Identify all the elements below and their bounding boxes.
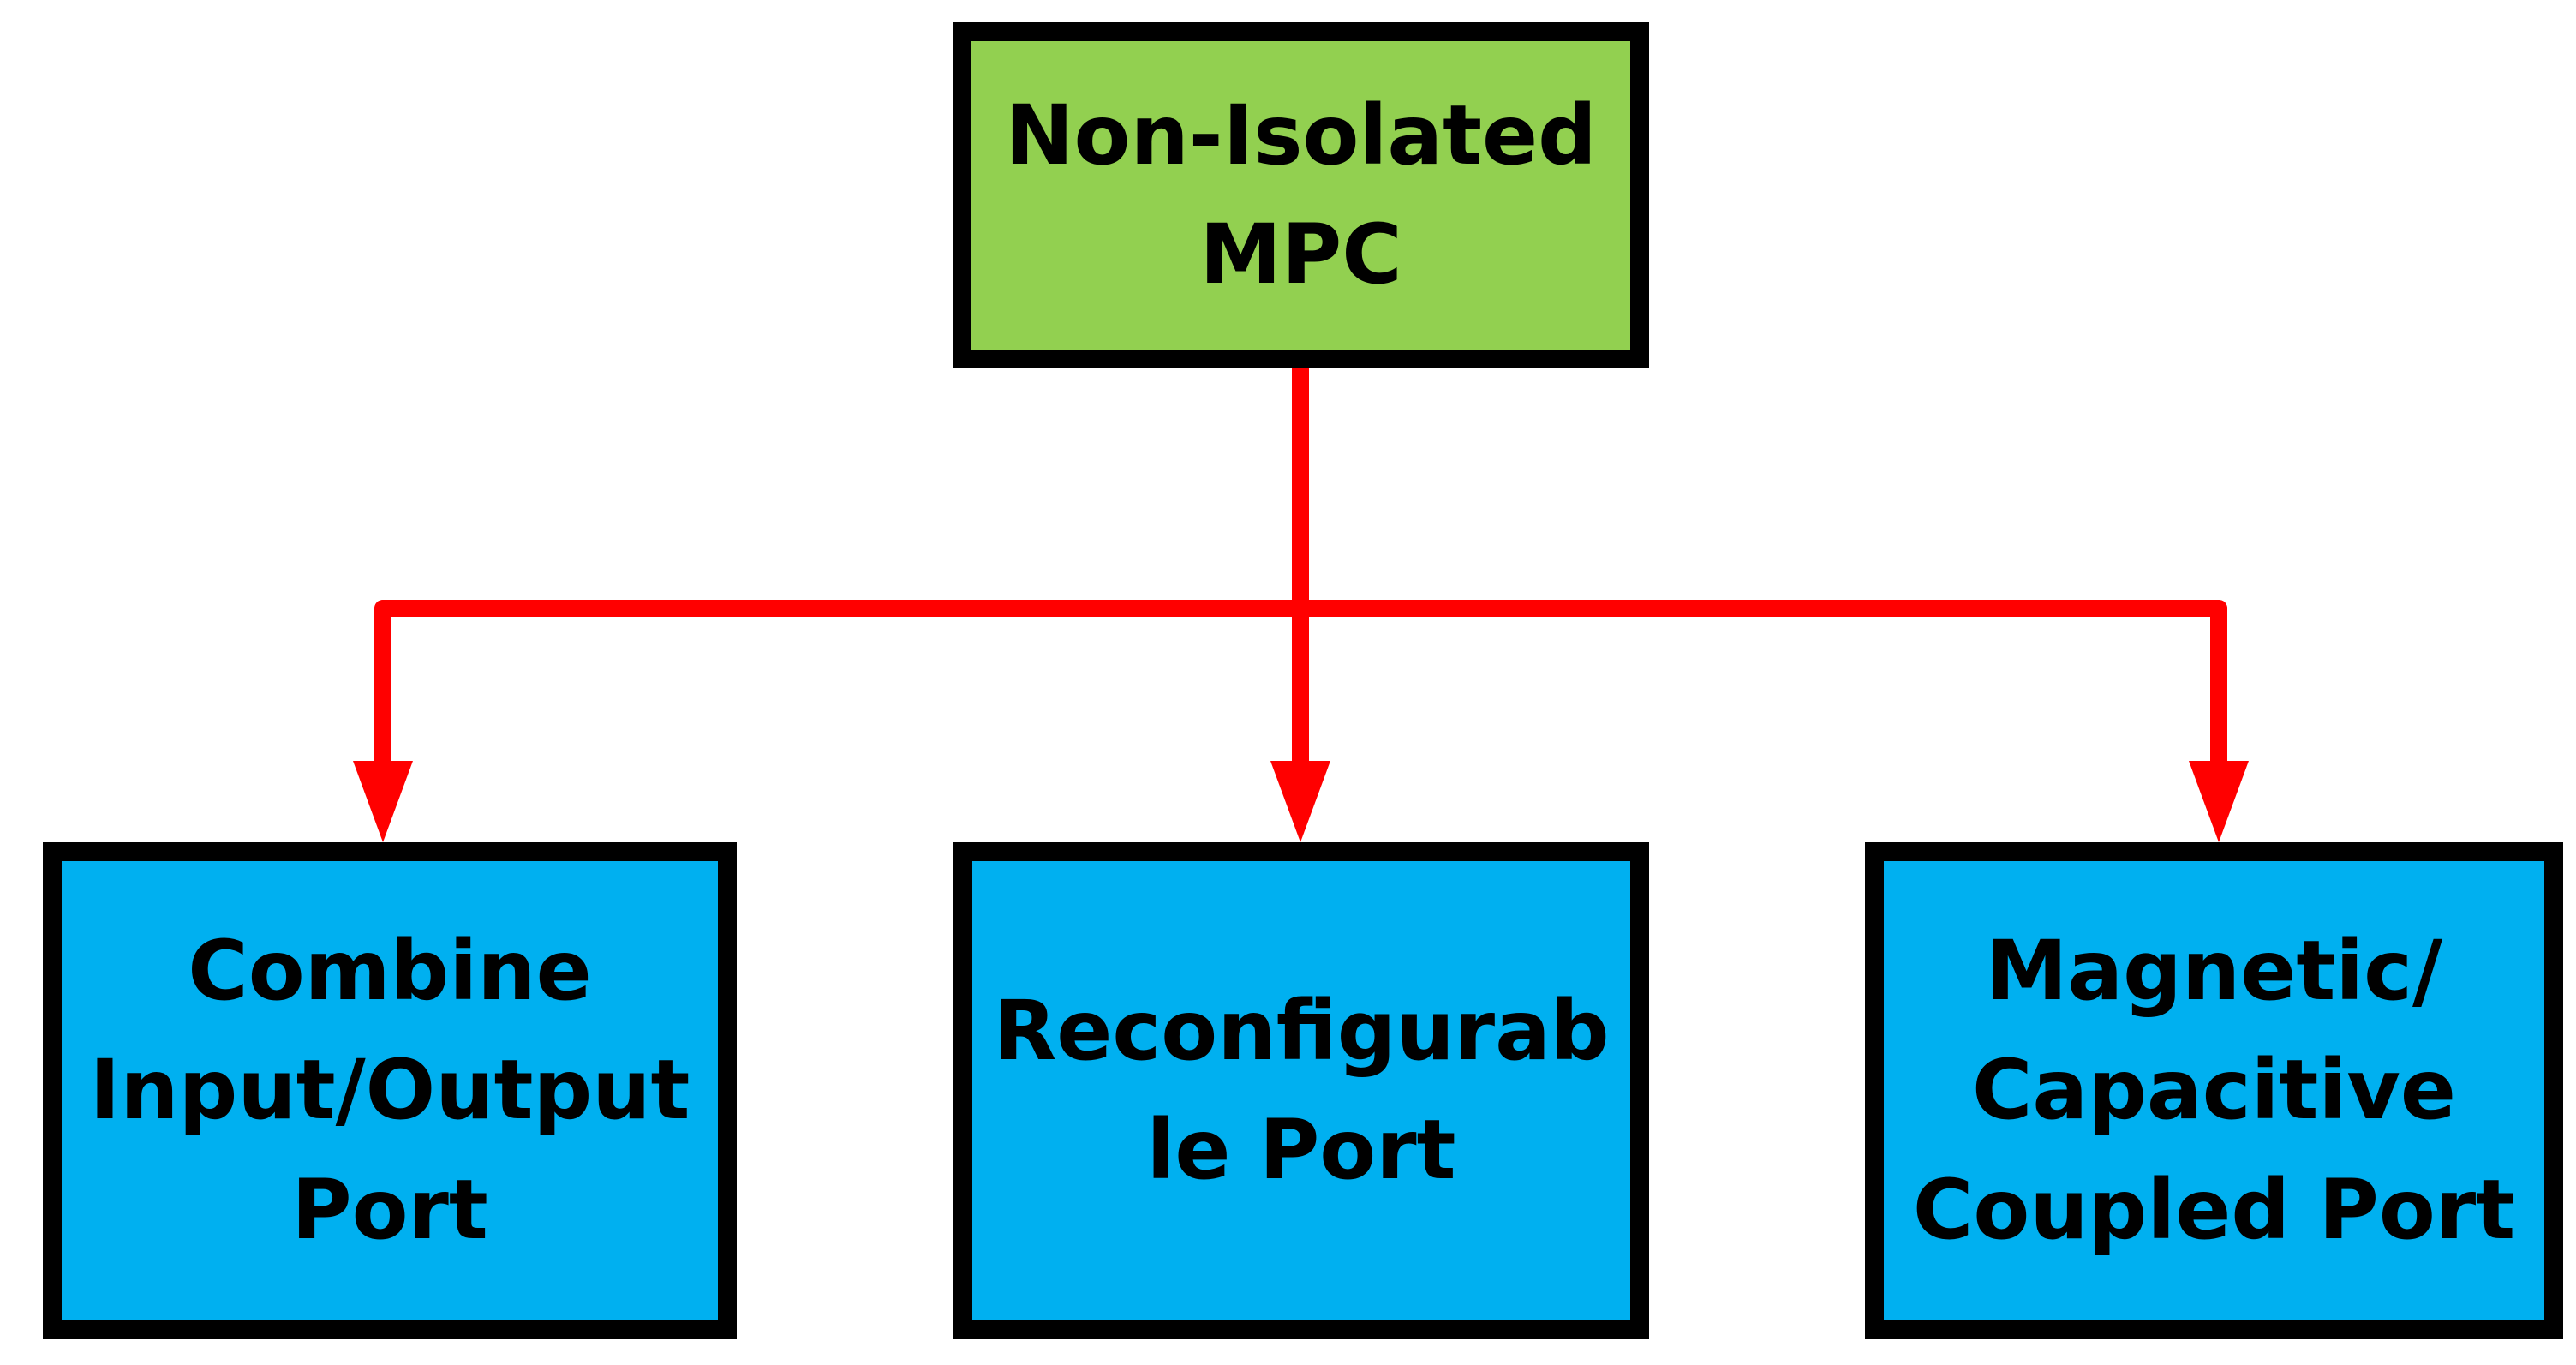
child-node-label-line: Magnetic/ (1985, 923, 2443, 1020)
child-node-label-line: Input/Output (89, 1042, 690, 1139)
child-node-label-line: Combine (188, 923, 592, 1020)
root-node-label: Non-Isolated MPC (1005, 76, 1597, 314)
child-node-label-line: le Port (1146, 1102, 1456, 1198)
child-node-label-line: Port (291, 1161, 488, 1258)
child-node-label: Combine Input/Output Port (90, 912, 690, 1270)
middle-arrowhead-icon (1270, 761, 1330, 842)
root-node-non-isolated-mpc: Non-Isolated MPC (953, 22, 1649, 368)
child-node-label-line: Coupled Port (1912, 1161, 2516, 1258)
child-node-reconfigurable-port: Reconfigurab le Port (953, 842, 1649, 1339)
child-node-label: Reconfigurab le Port (993, 972, 1609, 1210)
child-node-combine-io-port: Combine Input/Output Port (43, 842, 737, 1339)
root-node-label-line: MPC (1199, 207, 1402, 302)
child-node-magnetic-capacitive-coupled-port: Magnetic/ Capacitive Coupled Port (1865, 842, 2563, 1339)
child-node-label-line: Capacitive (1971, 1042, 2456, 1139)
child-node-label-line: Reconfigurab (993, 982, 1610, 1079)
child-node-label: Magnetic/ Capacitive Coupled Port (1913, 912, 2515, 1270)
right-arrowhead-icon (2189, 761, 2249, 842)
root-node-label-line: Non-Isolated (1005, 87, 1597, 183)
left-arrowhead-icon (353, 761, 413, 842)
